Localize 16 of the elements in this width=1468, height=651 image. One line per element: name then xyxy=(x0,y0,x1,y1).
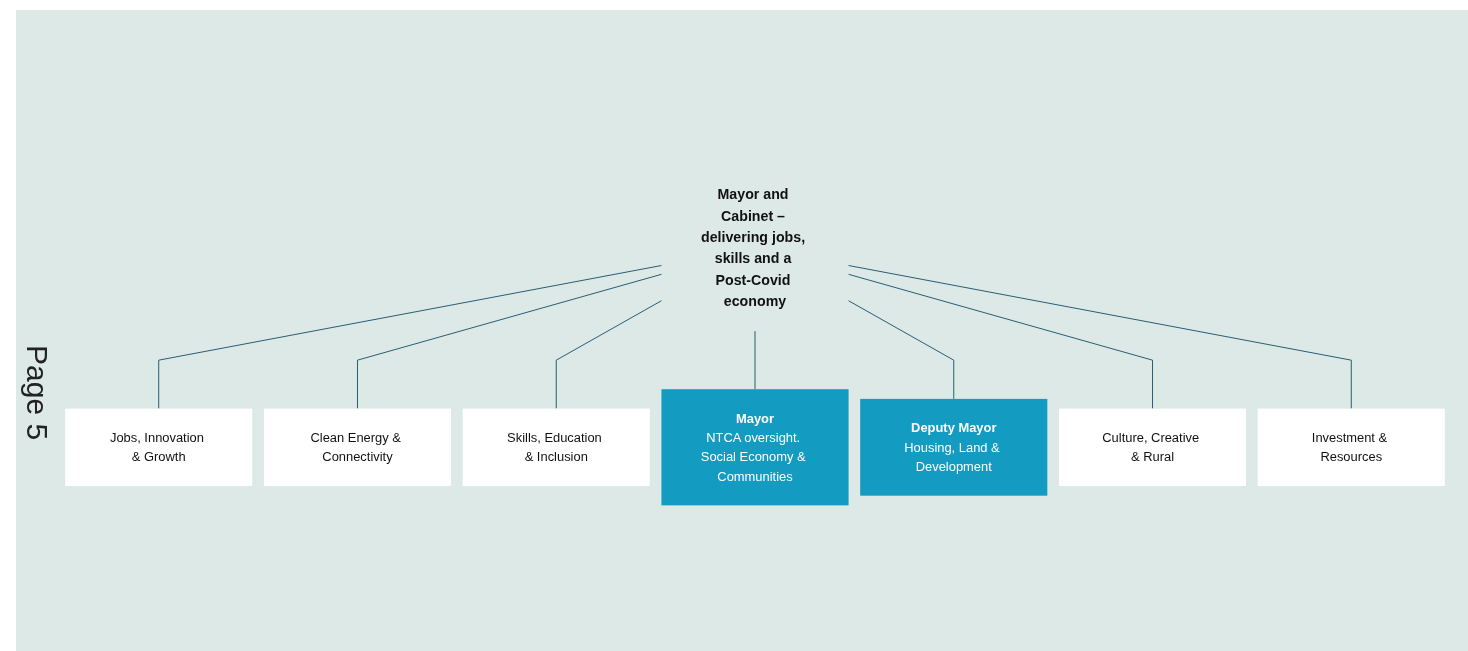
connector xyxy=(754,330,756,390)
connector xyxy=(848,300,955,400)
connector xyxy=(848,265,1352,410)
connector xyxy=(848,273,1153,410)
connector xyxy=(357,273,662,410)
node-box: Investment & Resources xyxy=(1257,408,1445,486)
page-number: Page 5 xyxy=(20,345,54,441)
node-box: Mayor NTCA oversight. Social Economy & Communities xyxy=(661,389,849,506)
node-box: Skills, Education & Inclusion xyxy=(462,408,650,486)
node-box: Culture, Creative & Rural xyxy=(1058,408,1247,486)
node-box: Clean Energy & Connectivity xyxy=(263,408,452,486)
connector xyxy=(158,265,662,410)
connector xyxy=(555,300,662,410)
node-box: Deputy Mayor Housing, Land & Development xyxy=(860,398,1048,496)
node-text: Mayor and Cabinet – delivering jobs, skills and a Post-Covid economy xyxy=(700,186,806,310)
node-box: Jobs, Innovation & Growth xyxy=(65,408,253,486)
